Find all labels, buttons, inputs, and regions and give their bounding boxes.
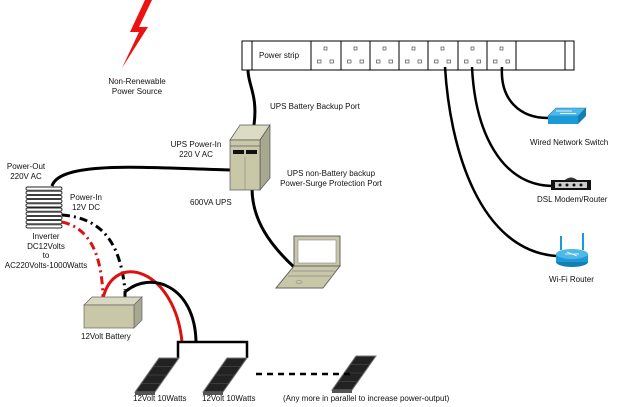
ups-icon[interactable] [229, 123, 271, 191]
battery-icon[interactable] [83, 296, 143, 329]
outlet[interactable] [405, 46, 422, 64]
solar-panel-2-label: 12Volt 10Watts [202, 394, 256, 403]
ups-surge-port-line1: UPS non-Battery backup [286, 169, 376, 178]
inverter-fin [25, 215, 63, 221]
inverter-fin [25, 220, 63, 225]
battery-label: 12Volt Battery [81, 332, 131, 341]
ups-surge-port-line2: Power-Surge Protection Port [280, 179, 382, 188]
outlet[interactable] [493, 46, 510, 64]
outlet[interactable] [434, 46, 451, 64]
solar-panel-icon[interactable] [202, 357, 248, 395]
cable-inverter-ups [50, 165, 231, 187]
wired-network-switch-icon[interactable] [547, 107, 587, 124]
outlet[interactable] [317, 46, 334, 64]
laptop-icon[interactable] [274, 235, 342, 289]
ups-power-in-line2: 220 V AC [179, 150, 213, 159]
cable-battery-panel-red [101, 270, 184, 343]
dsl-modem-icon[interactable] [551, 177, 591, 191]
inverter-label-line3: to [42, 251, 50, 260]
power-strip[interactable] [241, 40, 575, 71]
dsl-modem-label: DSL Modem/Router [537, 195, 608, 204]
power-source-label: Non-Renewable Power Source [100, 77, 174, 97]
inverter-label-line4: AC220Volts-1000Watts [4, 260, 88, 270]
cable-ups-laptop [250, 187, 297, 270]
power-strip-label: Power strip [259, 51, 300, 60]
inverter-label-line1: Inverter [32, 232, 60, 241]
ups-power-in-label: UPS Power-In 220 V AC [160, 140, 232, 160]
inverter-fin [25, 211, 63, 216]
outlet[interactable] [464, 46, 481, 64]
cable-ups-battery-port [246, 69, 257, 126]
solar-panel-1-label: 12Volt 10Watts [133, 394, 187, 403]
cable-strip-switch [500, 66, 549, 120]
outlets [317, 46, 510, 64]
inverter-fin [25, 203, 63, 208]
inverter-power-in-label: Power-In 12V DC [66, 193, 106, 213]
inverter-label-line2: DC12Volts [27, 241, 65, 251]
inverter-fin [25, 186, 63, 191]
wifi-router-icon[interactable] [556, 233, 588, 267]
cable-strip-wifi [443, 66, 557, 258]
cable-inverter-battery-black [61, 213, 127, 291]
wifi-router-label: Wi-Fi Router [549, 275, 594, 284]
inverter-power-in-line2: 12V DC [71, 203, 100, 212]
inverter-fin [25, 224, 63, 229]
outlet[interactable] [347, 46, 364, 64]
power-source-label-line2: Power Source [111, 87, 163, 96]
inverter-label: Inverter DC12Volts to AC220Volts-1000Wat… [0, 232, 92, 270]
solar-panel-icon[interactable] [134, 357, 180, 395]
ups-battery-port-label: UPS Battery Backup Port [270, 102, 360, 111]
inverter-fin [25, 207, 63, 212]
inverter-fin [25, 199, 63, 204]
inverter-fin [25, 194, 63, 200]
inverter-power-out-label: Power-Out 220V AC [4, 162, 48, 182]
power-source-label-line1: Non-Renewable [108, 77, 166, 86]
inverter-power-out-line2: 220V AC [10, 172, 42, 181]
solar-panel-icon[interactable] [331, 355, 377, 393]
wired-network-switch-label: Wired Network Switch [530, 138, 609, 147]
ups-surge-port-label: UPS non-Battery backup Power-Surge Prote… [272, 169, 390, 189]
cable-battery-panel-black [123, 281, 198, 343]
cable-inverter-battery-red [61, 220, 105, 299]
inverter-icon[interactable] [25, 186, 63, 229]
inverter-power-in-line1: Power-In [69, 193, 102, 202]
ups-power-in-line1: UPS Power-In [170, 140, 222, 149]
ups-model-label: 600VA UPS [190, 198, 232, 207]
outlet[interactable] [376, 46, 393, 64]
inverter-fin [25, 190, 63, 195]
solar-panel-more-label: (Any more in parallel to increase power-… [283, 394, 450, 403]
lightning-bolt-icon [122, 0, 152, 68]
inverter-power-out-line1: Power-Out [6, 162, 46, 171]
cable-parallel-bus [176, 340, 249, 358]
cable-strip-dsl [470, 66, 553, 188]
